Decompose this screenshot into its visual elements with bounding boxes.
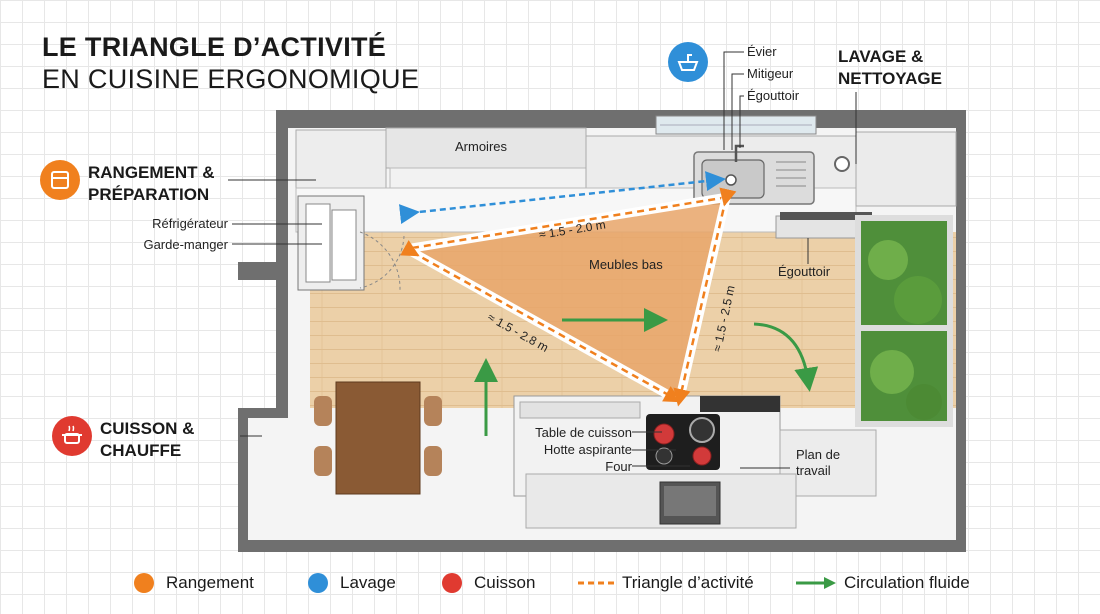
label-garde-manger: Garde-manger xyxy=(143,237,228,252)
legend-lavage: Lavage xyxy=(308,571,396,595)
legend-triangle-label: Triangle d’activité xyxy=(622,573,754,592)
label-armoires: Armoires xyxy=(455,139,508,154)
fridge-pantry xyxy=(297,195,405,291)
blue-circulation-arrow xyxy=(398,171,726,225)
zone-rangement-line2: PRÉPARATION xyxy=(88,185,210,204)
label-egouttoir-right: Égouttoir xyxy=(778,264,831,279)
orange-dot-icon xyxy=(134,573,154,593)
red-dot-icon xyxy=(442,573,462,593)
label-table-cuisson: Table de cuisson xyxy=(535,425,632,440)
label-mitigeur: Mitigeur xyxy=(747,66,794,81)
green-arrow-icon xyxy=(796,577,836,589)
legend-lavage-label: Lavage xyxy=(340,573,396,592)
zone-lavage-line1: LAVAGE & xyxy=(838,47,924,66)
legend-circulation: Circulation fluide xyxy=(796,571,970,595)
legend-rangement-label: Rangement xyxy=(166,573,254,592)
right-window xyxy=(855,215,953,427)
cooktop xyxy=(646,414,720,470)
zone-cuisson-line2: CHAUFFE xyxy=(100,441,182,460)
label-refrigerateur: Réfrigérateur xyxy=(152,216,228,231)
zone-rangement-title: RANGEMENT & PRÉPARATION xyxy=(88,162,215,206)
label-meubles-bas: Meubles bas xyxy=(589,257,663,272)
legend-rangement: Rangement xyxy=(134,571,254,595)
zone-rangement-line1: RANGEMENT & xyxy=(88,163,215,182)
dashed-line-icon xyxy=(578,581,614,585)
zone-cuisson-title: CUISSON & CHAUFFE xyxy=(100,418,194,462)
label-plan-travail-2: travail xyxy=(796,463,831,478)
leader-lines xyxy=(228,51,857,469)
zone-cuisson-line1: CUISSON & xyxy=(100,419,195,438)
legend-circulation-label: Circulation fluide xyxy=(844,573,970,592)
top-window xyxy=(655,115,817,135)
page-title: LE TRIANGLE D’ACTIVITÉ xyxy=(42,32,387,62)
label-plan-travail-1: Plan de xyxy=(796,447,841,462)
label-egouttoir-top: Égouttoir xyxy=(747,88,800,103)
fridge-icon xyxy=(40,160,80,200)
blue-dot-icon xyxy=(308,573,328,593)
green-circulation-arrows xyxy=(474,308,819,436)
pot-icon xyxy=(52,416,92,456)
sink-icon xyxy=(668,42,708,82)
zone-lavage-title: LAVAGE & NETTOYAGE xyxy=(838,46,942,90)
legend-cuisson-label: Cuisson xyxy=(474,573,536,592)
page-subtitle: EN CUISINE ERGONOMIQUE xyxy=(42,64,420,94)
legend-cuisson: Cuisson xyxy=(442,571,535,595)
label-hotte: Hotte aspirante xyxy=(543,442,632,457)
label-four: Four xyxy=(605,459,632,474)
legend-triangle: Triangle d’activité xyxy=(578,571,754,595)
label-evier: Évier xyxy=(747,44,777,59)
zone-lavage-line2: NETTOYAGE xyxy=(838,69,942,88)
